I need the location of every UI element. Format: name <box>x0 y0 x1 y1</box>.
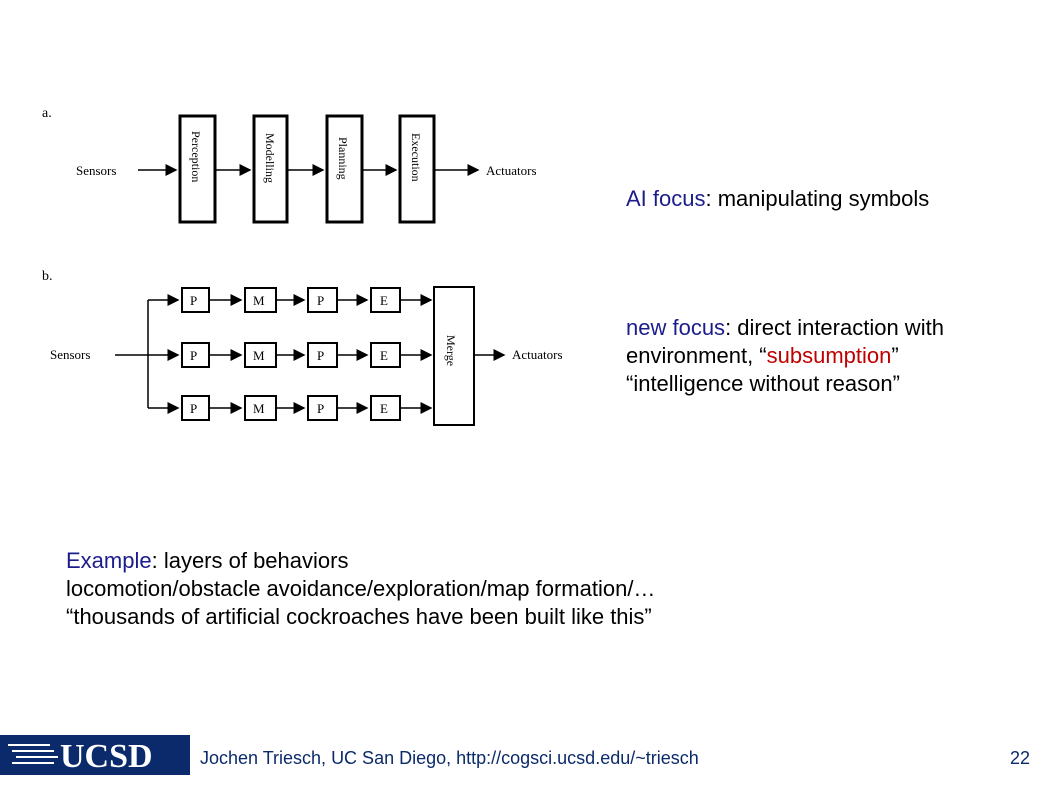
svg-text:Modelling: Modelling <box>263 133 277 183</box>
svg-text:E: E <box>380 348 388 363</box>
diagram-a-stage-modelling: Modelling <box>252 114 289 224</box>
diagram-b-sensors: Sensors <box>50 347 90 362</box>
example-line-3: “thousands of artificial cockroaches hav… <box>66 604 652 629</box>
svg-text:E: E <box>380 293 388 308</box>
ai-focus-key: AI focus <box>626 186 706 211</box>
diagram-a-sensors: Sensors <box>76 163 116 178</box>
diagram-a-stage-perception: Perception <box>178 114 217 224</box>
footer-credit: Jochen Triesch, UC San Diego, http://cog… <box>200 748 699 768</box>
new-focus-line-1: new focus: direct interaction with <box>626 315 944 340</box>
svg-text:P: P <box>317 401 324 416</box>
diagram-b-arrows <box>115 294 506 414</box>
ai-focus-text: AI focus: manipulating symbols <box>626 185 929 213</box>
example-line-2: locomotion/obstacle avoidance/exploratio… <box>66 576 656 601</box>
ucsd-logo: UCSD <box>0 735 190 775</box>
svg-text:P: P <box>190 348 197 363</box>
ucsd-logo-text: UCSD <box>60 738 153 775</box>
svg-text:P: P <box>317 348 324 363</box>
svg-text:M: M <box>253 401 265 416</box>
svg-text:P: P <box>317 293 324 308</box>
example-text: Example: layers of behaviors locomotion/… <box>66 547 655 631</box>
svg-text:Perception: Perception <box>189 131 203 182</box>
svg-text:E: E <box>380 401 388 416</box>
diagram-b-actuators: Actuators <box>512 347 563 362</box>
subsumption-term: subsumption <box>766 343 892 368</box>
diagram-b-merge-box: Merge <box>433 286 475 426</box>
diagram-b-layer-3: P M P E <box>181 395 401 421</box>
example-line-1: Example: layers of behaviors <box>66 548 349 573</box>
svg-text:Merge: Merge <box>444 335 458 366</box>
svg-text:P: P <box>190 293 197 308</box>
new-focus-text: new focus: direct interaction with envir… <box>626 314 944 398</box>
new-focus-line-3: “intelligence without reason” <box>626 371 900 396</box>
svg-text:Planning: Planning <box>336 137 350 180</box>
svg-text:M: M <box>253 348 265 363</box>
page-number: 22 <box>1009 748 1030 768</box>
svg-text:M: M <box>253 293 265 308</box>
diagram-b-label: b. <box>42 269 53 284</box>
new-focus-key: new focus <box>626 315 726 340</box>
new-focus-line-2: environment, “subsumption” <box>626 343 899 368</box>
ai-focus-rest: : manipulating symbols <box>705 186 930 211</box>
svg-text:Execution: Execution <box>409 133 423 182</box>
diagram-a-actuators: Actuators <box>486 163 537 178</box>
diagram-b-layer-1: P M P E <box>181 287 401 313</box>
diagram-a-stage-execution: Execution <box>398 114 436 224</box>
example-key: Example <box>66 548 152 573</box>
diagram-a-stage-planning: Planning <box>325 114 364 224</box>
svg-text:P: P <box>190 401 197 416</box>
diagram-b-layer-2: P M P E <box>181 342 401 368</box>
architecture-diagrams: a. Sensors Actuators Perception Modellin… <box>42 106 563 426</box>
diagram-a-label: a. <box>42 106 52 121</box>
